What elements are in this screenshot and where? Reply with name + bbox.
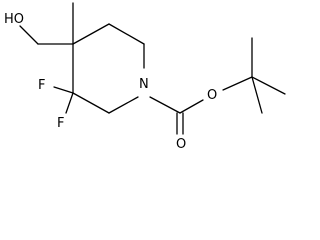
molecule-diagram: HO F F N O O	[4, 2, 286, 152]
bond-tbu-methyl-bottom	[251, 76, 263, 114]
atom-label-ho: HO	[4, 12, 24, 27]
atom-label-f-bottom: F	[57, 116, 64, 131]
atom-labels: HO F F N O O	[4, 12, 217, 152]
bond-c3-f-top	[53, 86, 74, 94]
atom-label-f-top: F	[38, 78, 45, 93]
bond-o-ester-tbu	[222, 76, 253, 91]
bond-c4-c5	[72, 23, 110, 45]
bond-carbonyl-c-o-ester	[179, 99, 204, 114]
bond-c3-f-bottom	[65, 92, 74, 114]
bond-n-c2	[108, 96, 139, 114]
bond-ho-ch2	[19, 25, 39, 45]
bond-tbu-methyl-right	[251, 76, 286, 95]
bond-c2-c3	[72, 92, 110, 114]
bonds	[19, 2, 286, 135]
atom-label-o-ester: O	[207, 88, 217, 103]
bond-c5-c6	[108, 23, 145, 45]
bond-n-carbonyl-c	[149, 96, 181, 114]
atom-label-o-carbonyl: O	[176, 137, 186, 152]
atom-label-n: N	[139, 77, 149, 92]
